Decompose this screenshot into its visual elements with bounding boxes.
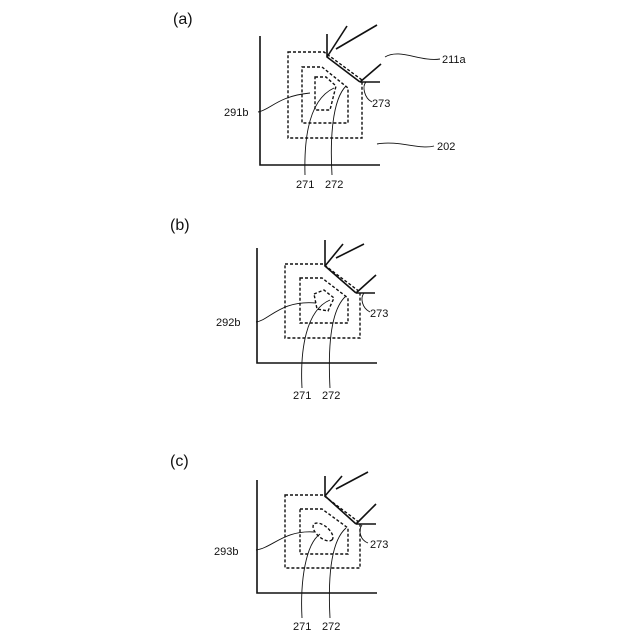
panel-c-diagonal-lower (356, 504, 376, 524)
panel-c-outer-dashed-region (285, 495, 360, 568)
panel-b-leader-273 (362, 293, 370, 312)
panel-a-label-271: 271 (296, 179, 314, 191)
panel-a-label-273: 273 (372, 98, 390, 110)
panel-b-label-273: 273 (370, 308, 388, 320)
panel-c-diagonal-upper (336, 472, 368, 489)
panel-a-diagonal-upper (336, 25, 377, 49)
panel-a-leader-272 (331, 86, 346, 175)
panel-b-leader-272 (329, 296, 346, 388)
panel-b-label-inner: 292b (216, 317, 240, 329)
panel-b-middle-dashed-region (300, 278, 348, 323)
panel-c-label-271: 271 (293, 621, 311, 633)
panel-a-leader-271 (305, 88, 334, 175)
panel-c-label-inner: 293b (214, 546, 238, 558)
panel-b-outer-dashed-region (285, 264, 360, 338)
panel-b-label-271: 271 (293, 390, 311, 402)
panel-b-label-272: 272 (322, 390, 340, 402)
panel-a-leader-202 (377, 143, 434, 147)
panel-a-middle-dashed-region (302, 67, 348, 123)
panel-b-diagonal-upper (336, 244, 364, 258)
panel-a-label-272: 272 (325, 179, 343, 191)
panel-c: (c) 293b 271 272 273 (170, 453, 388, 633)
panel-a-leader-273 (364, 82, 372, 102)
panel-c-leader-273 (360, 525, 368, 543)
panel-a-label-202: 202 (437, 141, 455, 153)
panel-a-label-211a: 211a (442, 54, 467, 66)
panel-a-letter: (a) (173, 11, 193, 28)
panel-c-letter: (c) (170, 453, 189, 470)
panel-c-leader-272 (329, 528, 346, 618)
panel-b: (b) 292b 271 272 273 (170, 217, 388, 402)
panel-a-diagonal-lower (360, 64, 381, 82)
panel-a-edge-line-2 (327, 26, 347, 57)
panel-c-label-272: 272 (322, 621, 340, 633)
panel-b-inner-dashed-region (314, 290, 334, 311)
panel-a-label-inner: 291b (224, 107, 248, 119)
panel-a-leader-211a (385, 54, 440, 59)
panel-b-leader-271 (302, 300, 330, 388)
panel-a-corner-axes (260, 36, 380, 165)
panel-c-leader-271 (302, 534, 320, 618)
panel-c-edge-line-2 (325, 476, 342, 496)
panel-b-letter: (b) (170, 217, 190, 234)
panel-c-label-273: 273 (370, 539, 388, 551)
panel-b-diagonal-lower (356, 275, 376, 293)
panel-b-leader-inner-label (256, 303, 316, 322)
panel-a: (a) 291b 271 272 273 211a 202 (173, 11, 467, 191)
